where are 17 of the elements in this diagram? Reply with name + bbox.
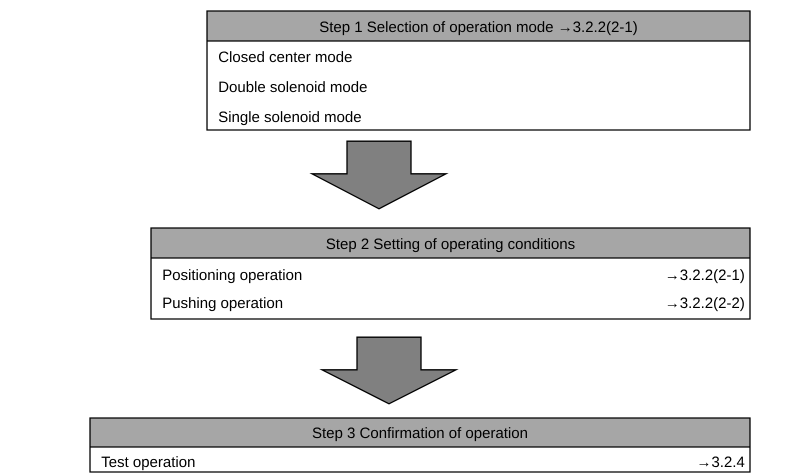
item-text: Positioning operation bbox=[163, 269, 302, 284]
step-box bbox=[206, 10, 751, 131]
block-arrow bbox=[309, 140, 449, 210]
section-reference: →3.2.2(2-1) bbox=[668, 269, 744, 284]
item-text: Pushing operation bbox=[163, 297, 282, 312]
block-arrow bbox=[319, 336, 459, 405]
step-box bbox=[150, 227, 751, 320]
step-heading: Step 3 Confirmation of operation bbox=[312, 427, 527, 442]
item-text: Double solenoid mode bbox=[219, 81, 367, 92]
section-reference: →3.2.2(2-2) bbox=[668, 297, 744, 312]
item-text: Closed center mode bbox=[218, 51, 352, 62]
step-box bbox=[89, 417, 751, 473]
item-text: Test operation bbox=[102, 456, 194, 470]
section-reference: →3.2.4 bbox=[700, 456, 744, 468]
step-heading: Step 2 Setting of operating conditions bbox=[326, 238, 575, 252]
step-heading: Step 1 Selection of operation mode →3.2.2(2-1) bbox=[320, 21, 637, 36]
item-text: Single solenoid mode bbox=[218, 111, 361, 126]
